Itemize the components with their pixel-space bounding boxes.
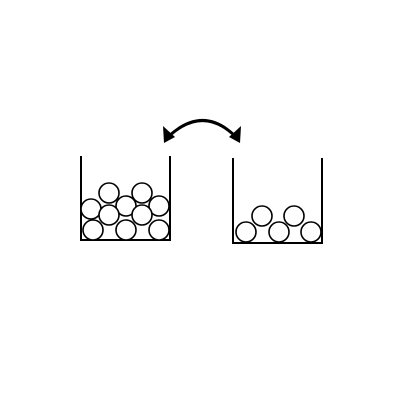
right-container-balls (235, 205, 322, 243)
left-container-ball (131, 204, 153, 226)
right-container-ball (268, 221, 290, 243)
left-container-ball (98, 204, 120, 226)
left-container-ball (115, 195, 137, 217)
left-container-ball (131, 182, 153, 204)
right-container (232, 158, 323, 244)
arrow-head-left-icon (163, 126, 175, 143)
left-container (80, 156, 171, 241)
left-container-ball (80, 198, 102, 220)
left-container-balls (80, 182, 170, 241)
arrow-curve (166, 119, 238, 139)
left-container-ball (98, 182, 120, 204)
exchange-arrow (163, 119, 241, 143)
right-container-ball (235, 221, 257, 243)
left-container-ball (148, 195, 170, 217)
right-container-ball (251, 205, 273, 227)
left-container-ball (115, 219, 137, 241)
right-container-ball (283, 205, 305, 227)
arrow-head-right-icon (229, 126, 241, 143)
right-container-outline (232, 158, 323, 244)
right-container-ball (300, 221, 322, 243)
left-container-ball (82, 219, 104, 241)
left-container-ball (148, 219, 170, 241)
